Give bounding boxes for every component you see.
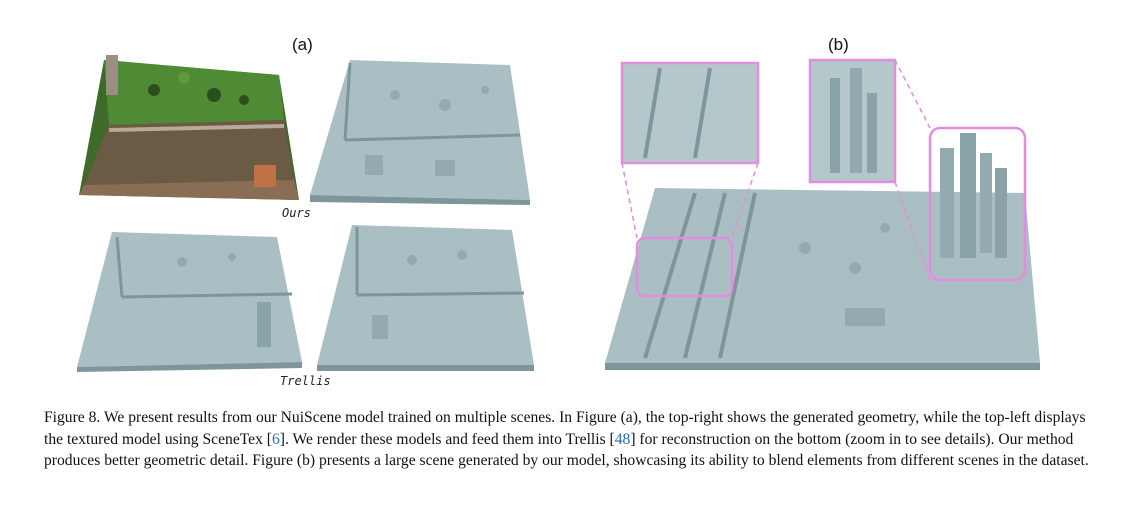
generated-geometry-render bbox=[310, 60, 530, 205]
textured-scene-render bbox=[79, 55, 299, 200]
citation-link-6[interactable]: 6 bbox=[271, 430, 280, 448]
caption-text-1: Figure 8. We present results from our Nu… bbox=[44, 409, 1086, 448]
figure-caption: Figure 8. We present results from our Nu… bbox=[44, 407, 1094, 472]
large-scene-render bbox=[605, 58, 1040, 370]
trellis-reconstruction-right bbox=[317, 225, 534, 371]
panel-label-b: (b) bbox=[828, 35, 849, 54]
caption-text-2: ]. We render these models and feed them … bbox=[279, 430, 615, 448]
label-ours: Ours bbox=[282, 206, 311, 220]
panel-label-a: (a) bbox=[292, 35, 313, 54]
citation-link-48[interactable]: 48 bbox=[614, 430, 631, 448]
caption-text-3: ] for reconstruction on the bottom (zoom… bbox=[44, 430, 1089, 470]
label-trellis: Trellis bbox=[280, 374, 331, 388]
trellis-reconstruction-left bbox=[77, 232, 302, 372]
